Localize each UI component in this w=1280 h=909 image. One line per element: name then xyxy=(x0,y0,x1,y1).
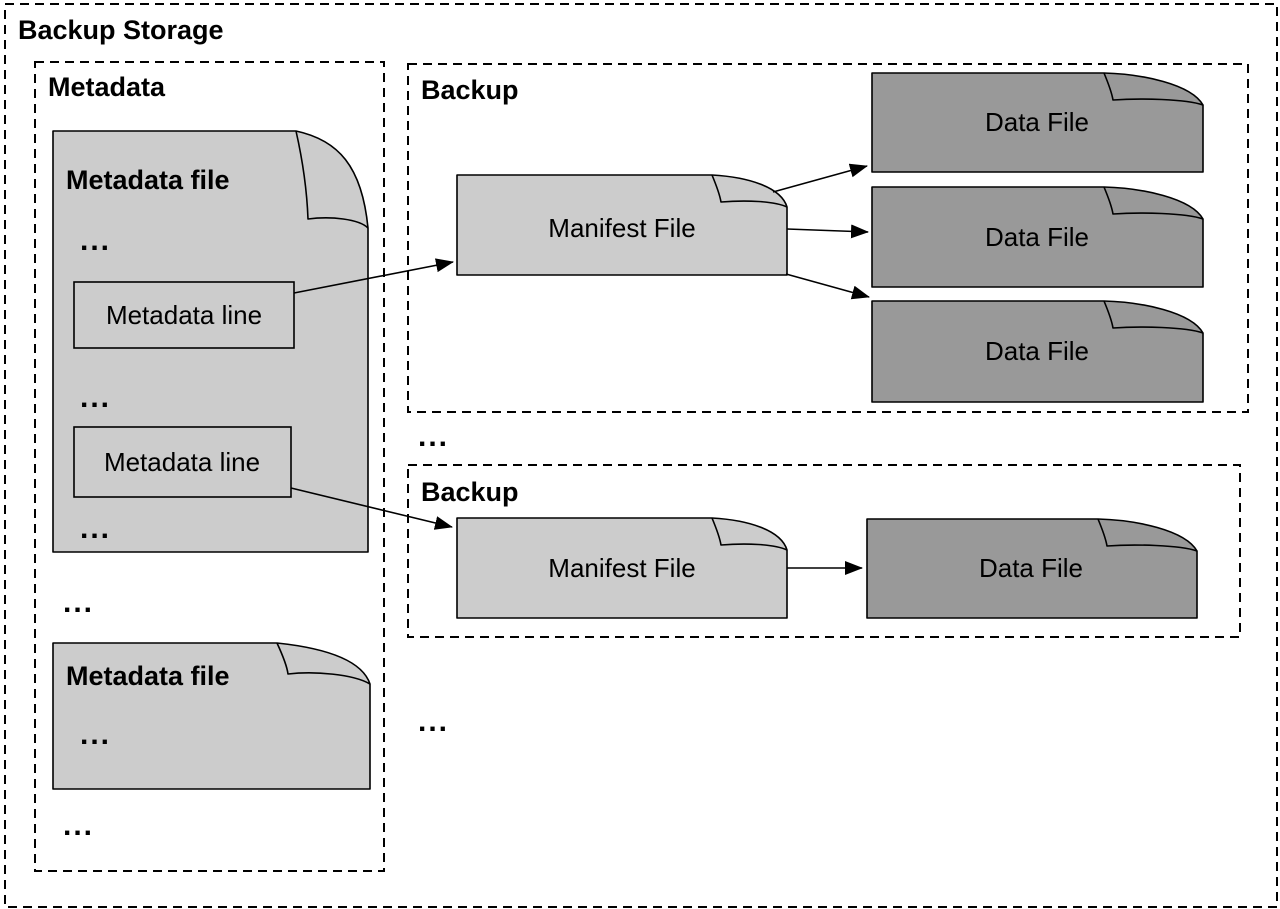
diagram-title: Backup Storage xyxy=(18,15,224,45)
data-file-2-label: Data File xyxy=(985,222,1089,252)
metadata-file-2-fold xyxy=(276,642,371,685)
metadata-file-1-title: Metadata file xyxy=(66,165,230,195)
metadata-line-2-box xyxy=(73,426,292,498)
backup-2-label: Backup xyxy=(421,477,519,507)
backup-1-box xyxy=(407,63,1249,413)
metadata-file-2-ellipsis: ... xyxy=(80,718,111,751)
backup-storage-container xyxy=(4,3,1278,908)
data-file-3-label: Data File xyxy=(985,336,1089,366)
manifest-file-2-label: Manifest File xyxy=(548,553,695,583)
metadata-ellipsis-after-files: ... xyxy=(63,809,94,842)
data-file-2-shape xyxy=(871,186,1204,288)
data-file-4-shape xyxy=(866,518,1198,619)
metadata-file-2-shape xyxy=(52,642,371,790)
manifest-file-2-fold xyxy=(711,517,788,551)
data-file-3-fold xyxy=(1103,300,1204,334)
metadata-file-1-ellipsis-mid: ... xyxy=(80,381,111,414)
ellipsis-after-backups: ... xyxy=(418,705,449,738)
data-file-2-fold xyxy=(1103,186,1204,220)
metadata-line-1-box xyxy=(73,281,295,349)
metadata-line-1-label: Metadata line xyxy=(106,300,262,330)
data-file-1-shape xyxy=(871,72,1204,173)
data-file-1-label: Data File xyxy=(985,107,1089,137)
data-file-1-fold xyxy=(1103,72,1204,106)
arrow-metadata-line-2-to-manifest-2 xyxy=(290,487,453,530)
arrow-manifest-1-to-data-file-1 xyxy=(772,163,868,193)
manifest-file-1-fold xyxy=(711,174,788,208)
metadata-file-1-fold xyxy=(295,130,369,229)
data-file-4-label: Data File xyxy=(979,553,1083,583)
metadata-ellipsis-between-files: ... xyxy=(63,586,94,619)
data-file-4-fold xyxy=(1097,518,1198,552)
backup-1-label: Backup xyxy=(421,75,519,105)
arrow-metadata-line-1-to-manifest-1 xyxy=(293,258,454,294)
metadata-section-box xyxy=(34,61,385,872)
data-file-3-shape xyxy=(871,300,1204,403)
metadata-file-1-ellipsis-bottom: ... xyxy=(80,512,111,545)
manifest-file-1-label: Manifest File xyxy=(548,213,695,243)
arrow-manifest-1-to-data-file-2 xyxy=(786,224,869,239)
metadata-file-1-ellipsis-top: ... xyxy=(80,224,111,257)
metadata-section-label: Metadata xyxy=(48,72,166,102)
manifest-file-2-shape xyxy=(456,517,788,619)
ellipsis-between-backups: ... xyxy=(418,420,449,453)
metadata-line-2-label: Metadata line xyxy=(104,447,260,477)
arrow-manifest-1-to-data-file-3 xyxy=(785,273,870,300)
metadata-file-2-title: Metadata file xyxy=(66,661,230,691)
backup-2-box xyxy=(407,464,1241,638)
